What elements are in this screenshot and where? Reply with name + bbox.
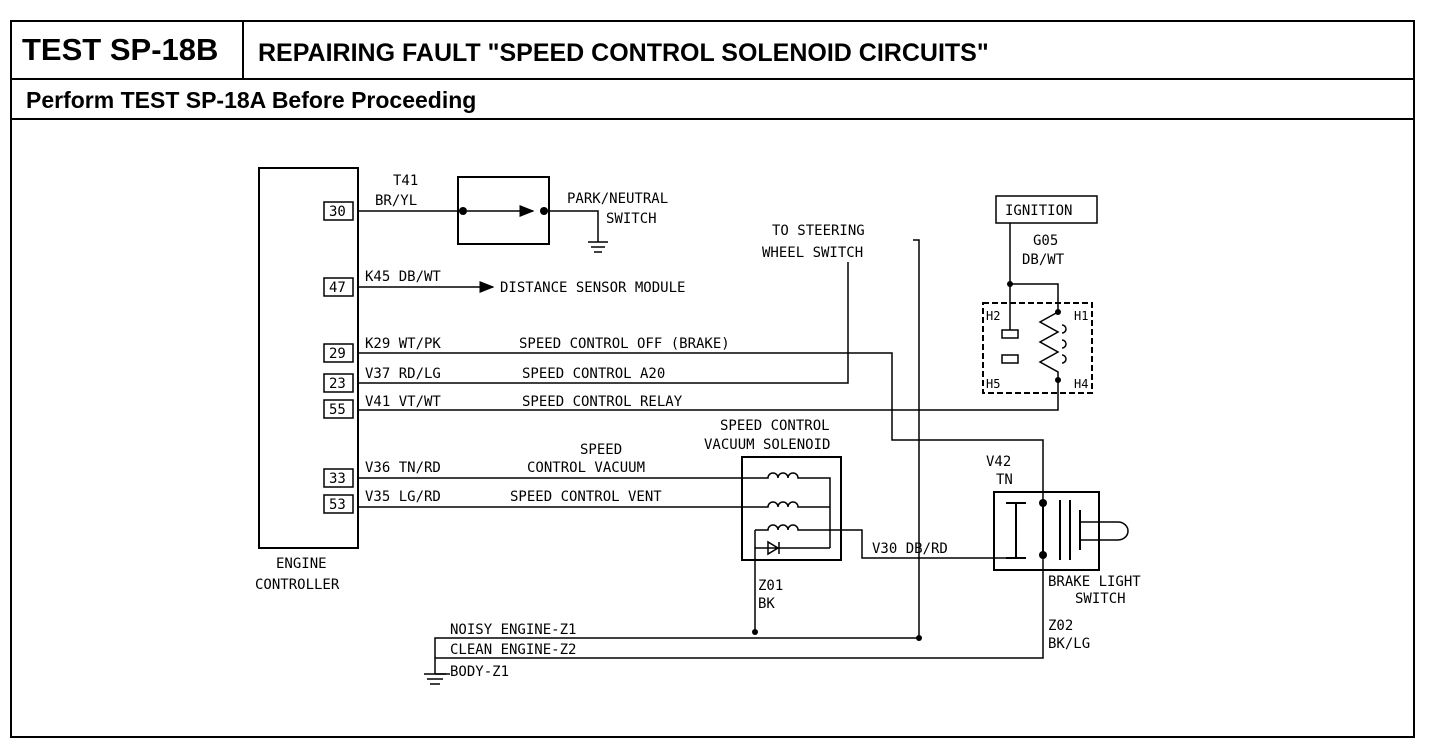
wire-v30 [830,529,1016,559]
steering-label-2: WHEEL SWITCH [762,245,863,261]
pin-55: 55 [329,402,346,418]
ground-junction-steering [916,635,922,641]
pin-30-box [323,201,354,221]
prerequisite-text: Perform TEST SP-18A Before Proceeding [26,87,477,113]
wire-g05-color: DB/WT [1022,252,1065,268]
prerequisite-row: Perform TEST SP-18A Before Proceeding [12,80,1413,120]
pin-33-box [323,468,354,488]
pn-ground-symbol [588,241,608,253]
solenoid-box [741,456,842,561]
relay-coil [1038,311,1060,380]
wire-k29 [358,352,1044,503]
steering-label-1: TO STEERING [772,223,865,239]
ground-noisy-bus [434,637,919,674]
wire-v30-label: V30 DB/RD [872,541,948,557]
brake-switch-box [993,491,1100,571]
pin-53-box [323,494,354,514]
ground-noisy-label: NOISY ENGINE-Z1 [450,622,576,638]
wire-v37-label: V37 RD/LG [365,366,441,382]
pin-23-box [323,373,354,393]
ground-clean-label: CLEAN ENGINE-Z2 [450,642,576,658]
controller-label-2: CONTROLLER [255,577,340,593]
relay-contact-2 [1001,354,1019,364]
pin-23: 23 [329,376,346,392]
solenoid-label-2: VACUUM SOLENOID [704,437,830,453]
wire-v42-color: TN [996,472,1013,488]
test-title: REPAIRING FAULT "SPEED CONTROL SOLENOID … [258,39,989,67]
wire-g05-code: G05 [1033,233,1058,249]
wire-v37-desc: SPEED CONTROL A20 [522,366,665,382]
controller-label-1: ENGINE [276,556,327,572]
park-neutral-label-1: PARK/NEUTRAL [567,191,668,207]
solenoid-coil-3 [755,524,831,548]
test-id: TEST SP-18B [12,22,244,78]
header-row: TEST SP-18B REPAIRING FAULT "SPEED CONTR… [12,22,1413,80]
relay-pin-h2: H2 [986,309,1000,323]
wire-t41-code: T41 [393,173,418,189]
solenoid-label-1: SPEED CONTROL [720,418,830,434]
pin-29-box [323,343,354,363]
brake-label-1: BRAKE LIGHT [1048,574,1141,590]
relay-pin-h1: H1 [1074,309,1088,323]
ground-body-symbol [424,673,446,685]
distance-sensor-label: DISTANCE SENSOR MODULE [500,280,685,296]
ignition-label: IGNITION [1005,203,1072,219]
brake-label-2: SWITCH [1075,591,1126,607]
g05-branch [1010,283,1059,310]
pin-29: 29 [329,346,346,362]
wire-k45-label: K45 DB/WT [365,269,441,285]
wire-steering-ground [913,239,920,638]
wire-z01-color: BK [758,596,775,612]
wire-v35-label: V35 LG/RD [365,489,441,505]
engine-controller-box [258,167,359,549]
wire-v36-desc-1: SPEED [580,442,622,458]
wire-z02-color: BK/LG [1048,636,1090,652]
pin-33: 33 [329,471,346,487]
wire-v42-code: V42 [986,454,1011,470]
wire-t41-color: BR/YL [375,193,417,209]
pin-47: 47 [329,280,346,296]
park-neutral-label-2: SWITCH [606,211,657,227]
relay-contact-1 [1001,329,1019,339]
wire-z01-code: Z01 [758,578,783,594]
ground-body-label: BODY-Z1 [450,664,509,680]
brake-switch-contacts [1006,500,1081,560]
relay-box [982,302,1093,394]
test-frame: TEST SP-18B REPAIRING FAULT "SPEED CONTR… [10,20,1415,738]
wire-v41-desc: SPEED CONTROL RELAY [522,394,683,410]
relay-coil-loops [1061,324,1067,364]
wire-k29-desc: SPEED CONTROL OFF (BRAKE) [519,336,730,352]
solenoid-diode [754,530,830,556]
wire-v41 [358,382,1059,411]
solenoid-coil-1 [760,472,831,530]
brake-plunger [1080,521,1129,541]
wire-v37 [358,262,849,384]
relay-pin-h5: H5 [986,377,1000,391]
brake-dot-1 [1039,499,1047,507]
wire-z02 [435,555,1044,659]
wire-v36-desc-2: CONTROL VACUUM [527,460,645,476]
pn-ground-wire [544,210,599,242]
pin-47-box [323,277,354,297]
pn-contact-1 [459,207,467,215]
pin-30: 30 [329,204,346,220]
wire-v35-desc: SPEED CONTROL VENT [510,489,662,505]
solenoid-coil-2 [760,501,830,508]
pin-53: 53 [329,497,346,513]
ignition-box [995,195,1098,224]
relay-pin-h4: H4 [1074,377,1088,391]
pin-55-box [323,399,354,419]
wire-k29-label: K29 WT/PK [365,336,441,352]
wire-v41-label: V41 VT/WT [365,394,441,410]
wire-v36-label: V36 TN/RD [365,460,441,476]
wire-z02-code: Z02 [1048,618,1073,634]
ground-junction-z01 [752,629,758,635]
